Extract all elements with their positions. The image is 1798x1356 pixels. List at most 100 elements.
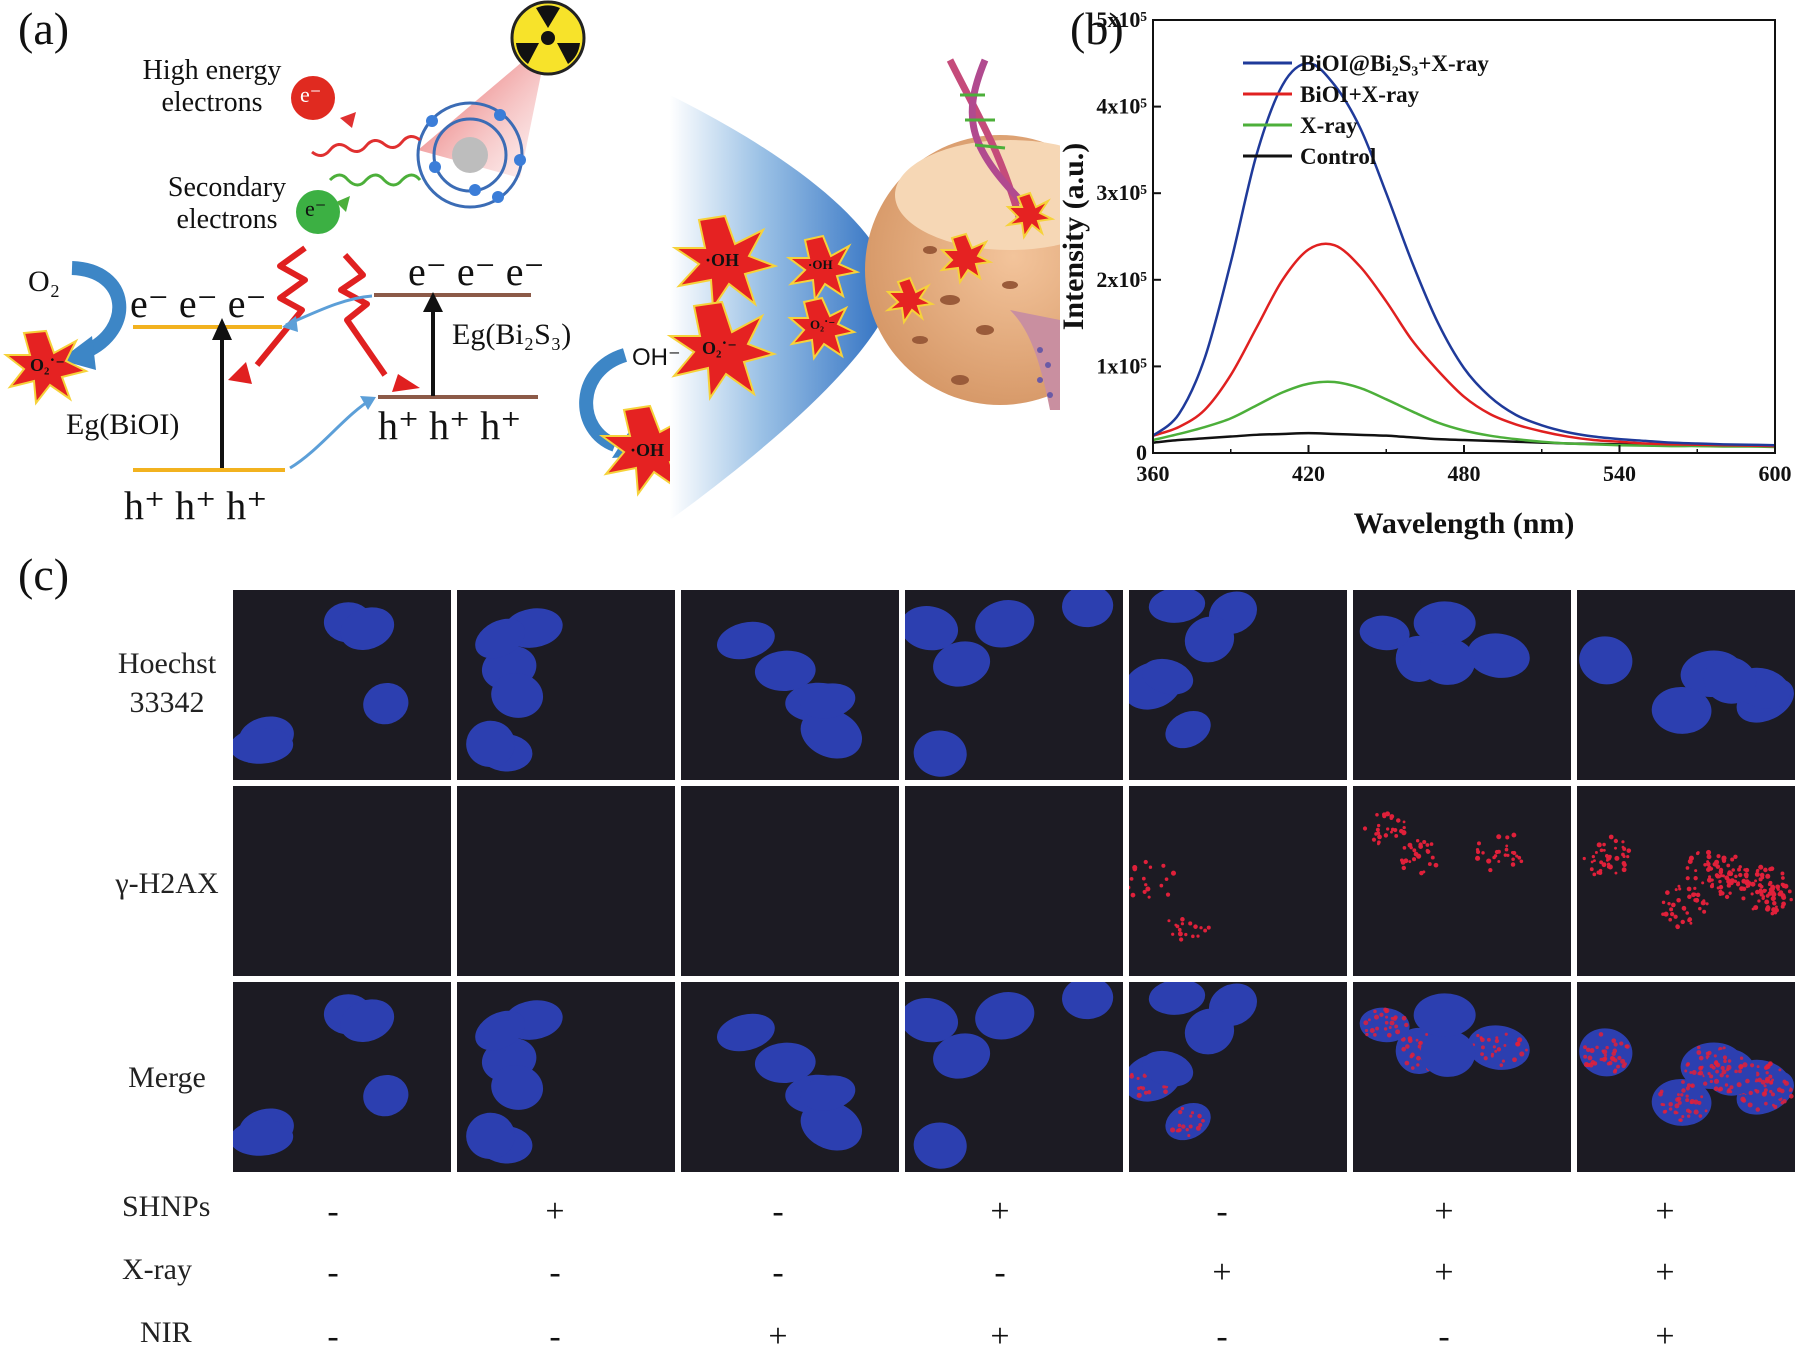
nucleus [975, 992, 1035, 1040]
nucleus [1184, 616, 1235, 663]
nucleus [1467, 633, 1530, 678]
damage-focus [1678, 1118, 1683, 1122]
damage-focus [1701, 881, 1705, 885]
damage-focus [1733, 879, 1738, 883]
damage-focus [1783, 883, 1789, 889]
damage-focus [1132, 866, 1138, 872]
nucleus [800, 683, 856, 719]
damage-focus [1592, 872, 1597, 877]
damage-focus [1148, 865, 1153, 869]
damage-focus [1191, 934, 1195, 939]
damage-focus [1501, 1059, 1506, 1063]
damage-focus [1171, 932, 1175, 936]
damage-focus [1709, 884, 1715, 889]
damage-focus [1401, 1015, 1407, 1021]
damage-focus [1680, 919, 1685, 925]
damage-focus [1180, 922, 1185, 926]
damage-focus [1363, 1020, 1369, 1026]
damage-focus [1195, 1125, 1201, 1131]
damage-focus [1789, 897, 1793, 902]
micrograph-r3-c2 [457, 982, 675, 1172]
damage-focus [1763, 1088, 1768, 1093]
damage-focus [1669, 907, 1674, 912]
nucleus [1148, 590, 1206, 623]
damage-focus [1724, 894, 1730, 900]
burst-o2-2 [787, 296, 857, 361]
damage-focus [1741, 896, 1746, 901]
damage-focus [1740, 1096, 1746, 1102]
micrograph-r1-c2 [457, 590, 675, 780]
damage-focus [1750, 892, 1754, 896]
damage-focus [1614, 846, 1617, 850]
nucleus [1413, 601, 1476, 645]
panel-a-label: (a) [18, 3, 70, 54]
micrograph-r3-c6 [1353, 982, 1571, 1172]
damage-focus [1689, 921, 1693, 925]
damage-focus [1685, 911, 1689, 915]
y-tick-label: 1x10⁵ [1096, 353, 1147, 378]
damage-focus [1764, 1101, 1768, 1106]
x-tick-label: 360 [1137, 461, 1170, 486]
micrograph-image [1579, 636, 1794, 734]
nucleus [1141, 658, 1194, 695]
nucleus [754, 650, 816, 692]
damage-focus [1698, 1055, 1704, 1061]
damage-focus [1751, 907, 1755, 911]
damage-focus [1169, 1127, 1176, 1133]
damage-focus [1197, 1113, 1202, 1119]
micrograph-r2-c5 [1129, 786, 1347, 976]
legend-label-control: Control [1300, 144, 1376, 169]
damage-focus [1377, 840, 1381, 845]
damage-focus [1660, 1102, 1664, 1106]
damage-focus [1490, 1054, 1494, 1058]
damage-focus [1694, 869, 1698, 873]
electrons-row-left: e⁻ e⁻ e⁻ [130, 281, 267, 326]
damage-focus [1486, 858, 1492, 864]
o2-radical-label-2: O₂˙⁻ [810, 317, 836, 332]
o2-radical-label-1: O₂˙⁻ [702, 338, 737, 358]
damage-focus [1365, 1032, 1369, 1037]
damage-focus [1619, 1041, 1624, 1046]
sign-nir-col5: - [1216, 1318, 1228, 1355]
damage-focus [1756, 1065, 1760, 1069]
damage-focus [1718, 869, 1724, 875]
nucleus [1165, 711, 1211, 749]
damage-focus [1390, 830, 1393, 834]
damage-focus [1769, 1089, 1773, 1094]
nucleus [475, 618, 526, 659]
damage-focus [1362, 826, 1368, 831]
damage-focus [1592, 1061, 1598, 1066]
damage-focus [1483, 1056, 1488, 1061]
nucleus [363, 1074, 409, 1117]
panel-c-label: (c) [18, 549, 70, 600]
damage-focus [1375, 827, 1380, 832]
damage-focus [1486, 1037, 1491, 1042]
damage-focus [1621, 867, 1627, 873]
high-energy-electrons-label: High energy electrons [142, 55, 282, 119]
damage-focus [1685, 1094, 1689, 1098]
damage-focus [1782, 1079, 1787, 1084]
damage-focus [1190, 1111, 1195, 1115]
damage-focus [1706, 867, 1711, 872]
damage-focus [1196, 934, 1200, 938]
damage-focus [1405, 1044, 1410, 1049]
damage-focus [1410, 1052, 1415, 1058]
damage-focus [1614, 871, 1618, 875]
series-line-bioi-x-ray [1152, 242, 1776, 448]
damage-focus [1744, 874, 1749, 879]
sign-shnps-col3: - [772, 1193, 784, 1230]
xray-beam [418, 40, 548, 178]
damage-focus [1681, 1080, 1685, 1084]
damage-focus [1161, 863, 1166, 868]
damage-focus [1713, 1060, 1719, 1066]
damage-focus [1494, 849, 1500, 855]
damage-focus [1738, 1064, 1744, 1069]
damage-focus [1787, 889, 1792, 894]
damage-focus [1768, 880, 1773, 885]
damage-focus [1700, 1095, 1704, 1099]
damage-focus [1401, 1046, 1406, 1052]
damage-focus [1713, 1086, 1719, 1092]
damage-focus [1164, 877, 1169, 882]
damage-focus [1663, 911, 1669, 917]
damage-focus [1763, 1084, 1767, 1088]
